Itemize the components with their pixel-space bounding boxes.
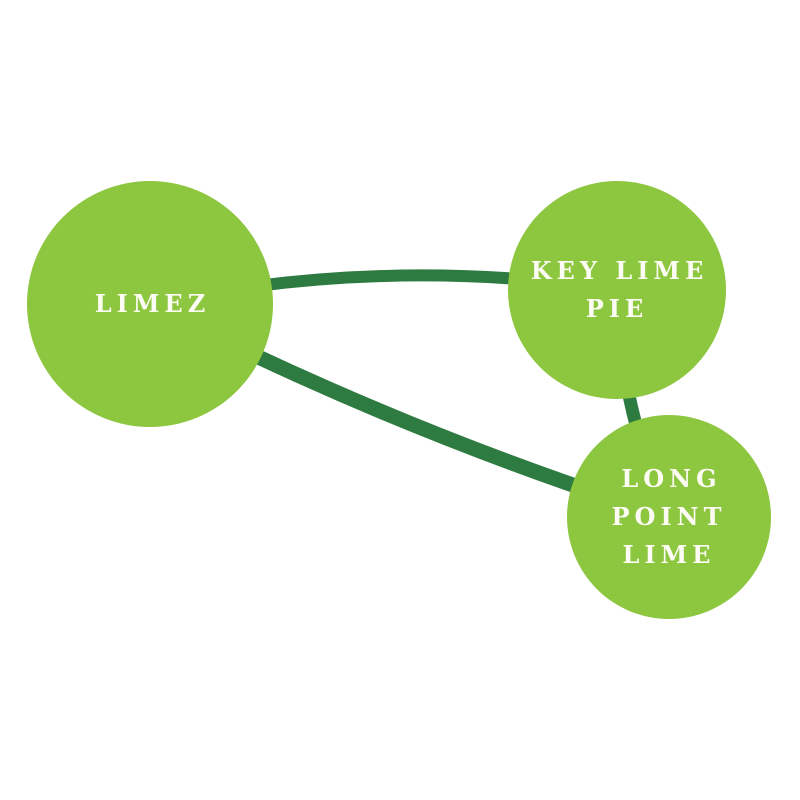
node-long-point-lime-label: LONG POINT LIME — [611, 464, 727, 569]
node-key-lime-pie-label: KEY LIME PIE — [530, 256, 709, 323]
node-long-point-lime[interactable]: LONG POINT LIME — [567, 415, 771, 619]
node-key-lime-pie[interactable]: KEY LIME PIE — [508, 181, 726, 399]
node-limez[interactable]: LIMEZ — [27, 181, 273, 427]
node-limez-label: LIMEZ — [94, 289, 211, 318]
